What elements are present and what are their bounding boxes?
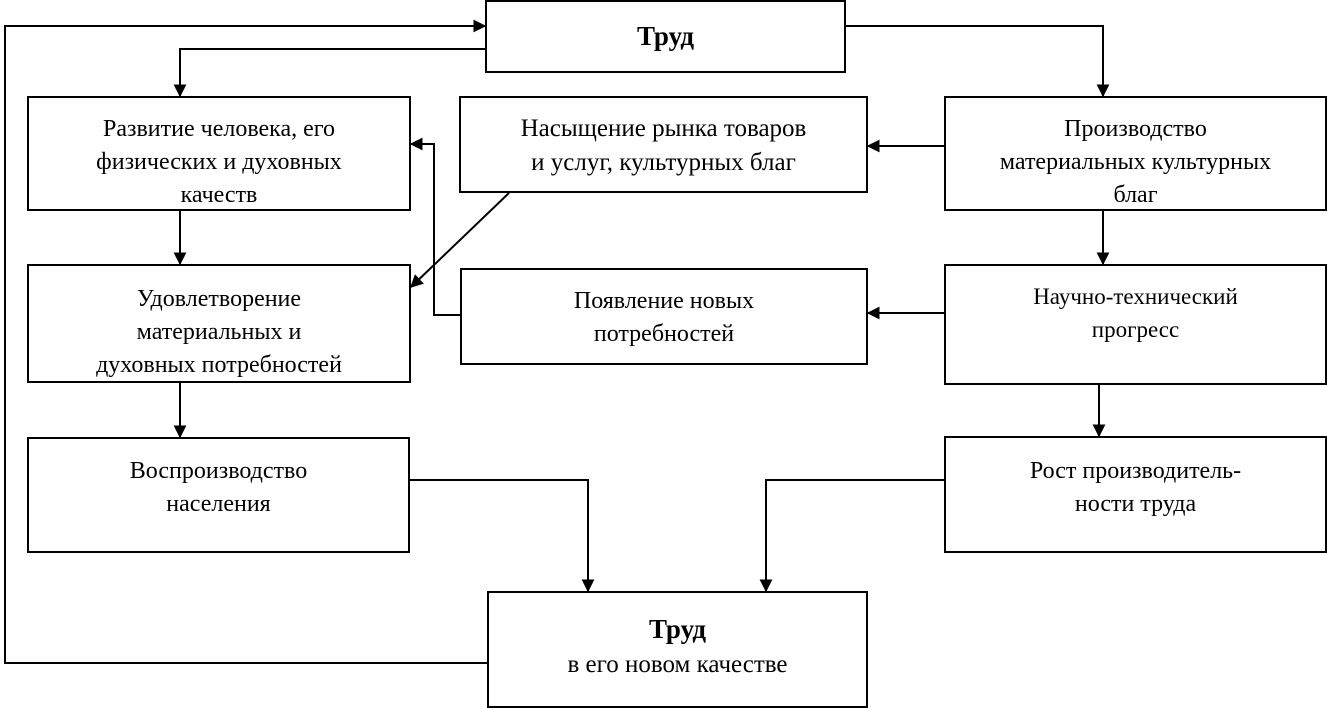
new-needs-line-1: Появление новых [573,288,755,314]
labor-box-top: Труд [485,0,846,73]
human-development-line-3: качеств [180,182,258,208]
new-needs-box: Появление новых потребностей [460,268,868,365]
arrow-productivity-to-new-labor [759,479,944,593]
productivity-growth-line-1: Рост производитель- [1029,458,1242,484]
market-saturation-box: Насыщение рынка товаров и услуг, культур… [459,96,868,193]
human-development-box: Развитие человека, его физических и духо… [27,96,411,211]
production-box: Производство материальных культурных бла… [944,96,1327,211]
arrow-labor-to-production [846,25,1110,98]
needs-satisfaction-box: Удовлетворение материальных и духовных п… [27,264,411,383]
population-reproduction-line-2: населения [166,491,271,517]
arrow-new-needs-to-development [409,137,460,316]
productivity-growth-line-2: ности труда [1074,491,1197,517]
population-reproduction-line-1: Воспроизводство [129,458,308,484]
new-labor-subtitle: в его новом качестве [567,651,788,678]
arrow-labor-to-development [173,48,485,98]
needs-satisfaction-line-3: духовных потребностей [96,352,342,378]
production-line-3: благ [1113,182,1158,208]
arrow-reproduction-to-new-labor [410,479,595,593]
needs-satisfaction-line-2: материальных и [136,319,302,345]
labor-new-quality-box: Труд в его новом качестве [487,591,868,708]
new-labor-title: Труд [648,614,707,644]
market-saturation-line-2: и услуг, культурных благ [531,149,796,176]
labor-title: Труд [636,21,695,51]
tech-progress-line-2: прогресс [1091,317,1180,342]
human-development-line-1: Развитие человека, его [102,116,336,142]
production-line-2: материальных культурных [999,149,1272,175]
new-needs-line-2: потребностей [593,321,735,347]
arrow-saturation-to-satisfaction [410,192,510,288]
population-reproduction-box: Воспроизводство населения [27,437,410,553]
market-saturation-line-1: Насыщение рынка товаров [520,115,807,142]
productivity-growth-box: Рост производитель- ности труда [944,436,1327,553]
arrow-feedback-loop [4,19,487,664]
tech-progress-box: Научно-технический прогресс [944,264,1327,385]
human-development-line-2: физических и духовных [96,149,342,175]
tech-progress-line-1: Научно-технический [1033,284,1238,309]
production-line-1: Производство [1064,116,1207,142]
needs-satisfaction-line-1: Удовлетворение [136,286,302,312]
